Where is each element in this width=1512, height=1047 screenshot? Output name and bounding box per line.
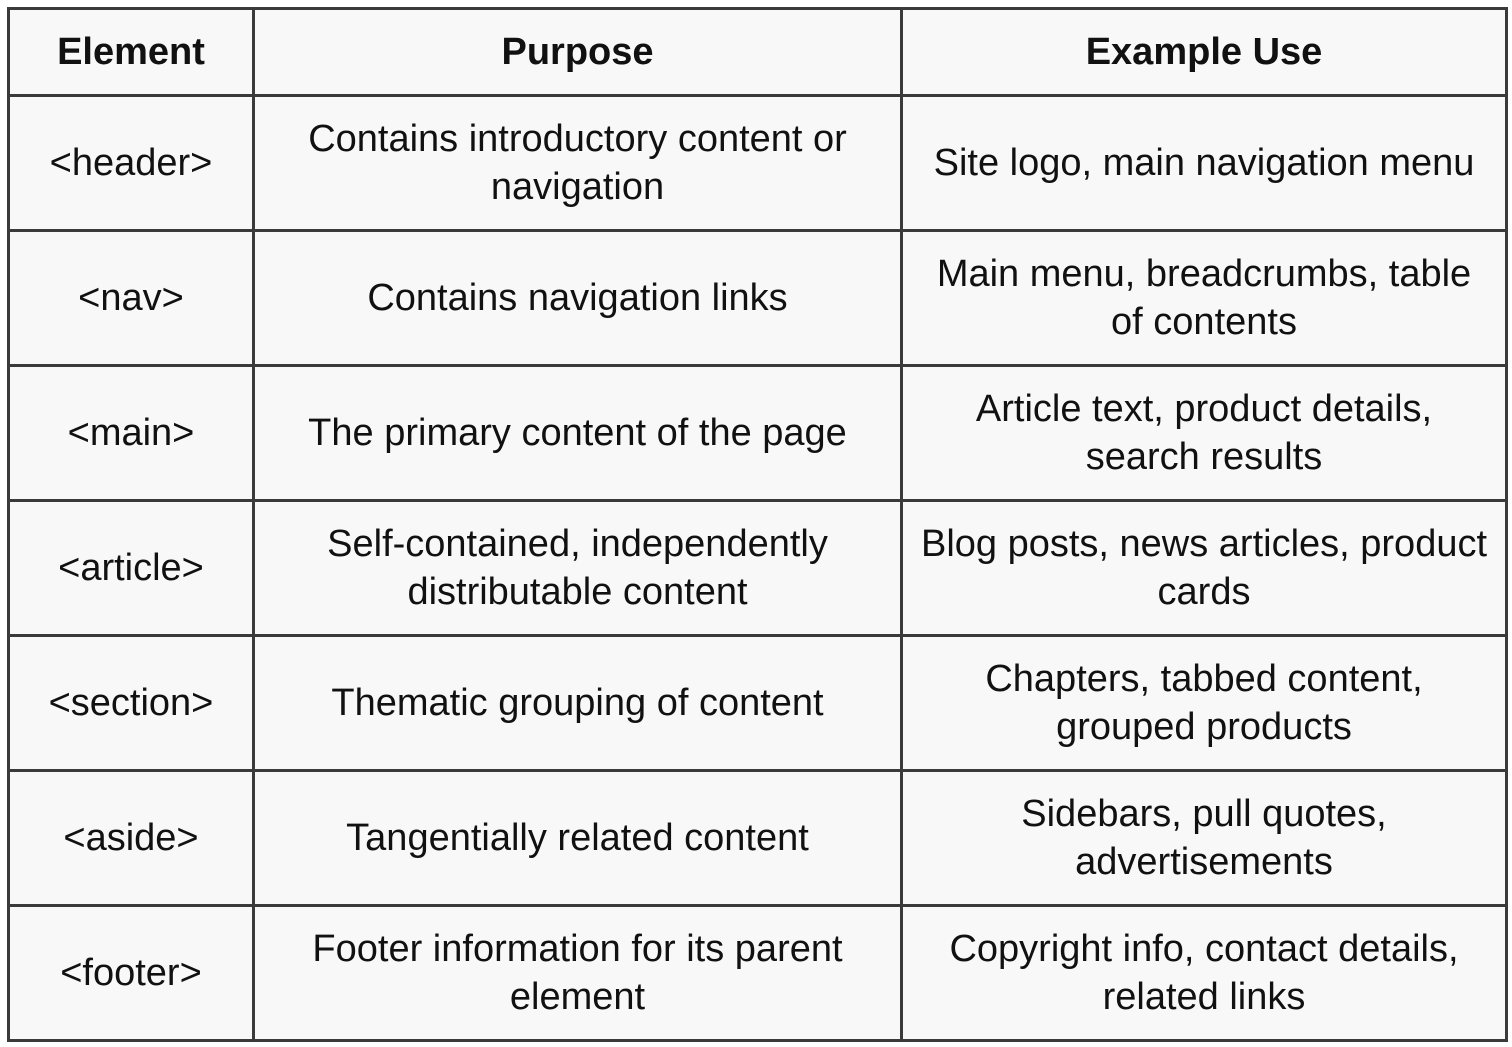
cell-element: <main> xyxy=(7,364,255,502)
cell-purpose: Contains navigation links xyxy=(252,229,903,367)
table-row: <footer> Footer information for its pare… xyxy=(7,904,1508,1042)
cell-example: Copyright info, contact details, related… xyxy=(900,904,1508,1042)
cell-element: <header> xyxy=(7,94,255,232)
cell-purpose: The primary content of the page xyxy=(252,364,903,502)
cell-purpose: Footer information for its parent elemen… xyxy=(252,904,903,1042)
semantic-elements-table: Element Purpose Example Use <header> Con… xyxy=(7,7,1508,1042)
cell-example: Blog posts, news articles, product cards xyxy=(900,499,1508,637)
table-row: <article> Self-contained, independently … xyxy=(7,499,1508,637)
table-body: <header> Contains introductory content o… xyxy=(7,94,1508,1042)
table-header: Element Purpose Example Use xyxy=(7,7,1508,97)
table-row: <header> Contains introductory content o… xyxy=(7,94,1508,232)
header-purpose: Purpose xyxy=(252,7,903,97)
cell-purpose: Contains introductory content or navigat… xyxy=(252,94,903,232)
cell-element: <section> xyxy=(7,634,255,772)
cell-element: <footer> xyxy=(7,904,255,1042)
cell-element: <aside> xyxy=(7,769,255,907)
cell-example: Main menu, breadcrumbs, table of content… xyxy=(900,229,1508,367)
cell-example: Article text, product details, search re… xyxy=(900,364,1508,502)
cell-example: Chapters, tabbed content, grouped produc… xyxy=(900,634,1508,772)
cell-purpose: Tangentially related content xyxy=(252,769,903,907)
cell-purpose: Thematic grouping of content xyxy=(252,634,903,772)
table-row: <main> The primary content of the page A… xyxy=(7,364,1508,502)
cell-element: <article> xyxy=(7,499,255,637)
semantic-elements-table-container: Element Purpose Example Use <header> Con… xyxy=(7,7,1508,1042)
header-element: Element xyxy=(7,7,255,97)
table-row: <nav> Contains navigation links Main men… xyxy=(7,229,1508,367)
cell-example: Sidebars, pull quotes, advertisements xyxy=(900,769,1508,907)
header-row: Element Purpose Example Use xyxy=(7,7,1508,97)
cell-example: Site logo, main navigation menu xyxy=(900,94,1508,232)
header-example-use: Example Use xyxy=(900,7,1508,97)
table-row: <aside> Tangentially related content Sid… xyxy=(7,769,1508,907)
table-row: <section> Thematic grouping of content C… xyxy=(7,634,1508,772)
cell-purpose: Self-contained, independently distributa… xyxy=(252,499,903,637)
cell-element: <nav> xyxy=(7,229,255,367)
